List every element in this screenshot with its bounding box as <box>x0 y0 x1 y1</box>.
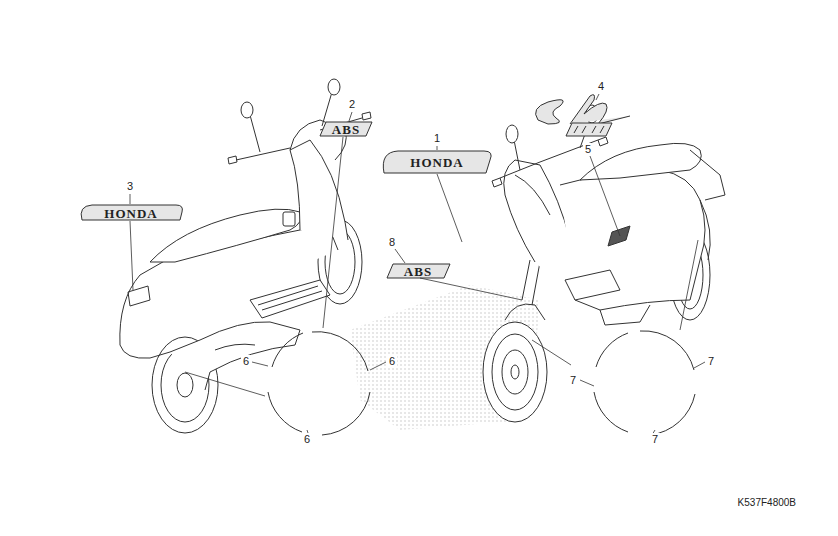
emblem-text: ABS <box>404 265 432 278</box>
callout-number: 2 <box>347 98 357 111</box>
emblem-shapes <box>81 95 630 278</box>
emblem-text: HONDA <box>104 207 157 220</box>
ring-stripes <box>268 331 695 435</box>
callout-number: 1 <box>432 132 442 145</box>
leader-lines <box>130 94 705 435</box>
callout-number: 4 <box>596 80 606 93</box>
callout-number: 8 <box>387 236 397 249</box>
callout-number: 7 <box>706 355 716 368</box>
right-scooter <box>483 105 725 422</box>
callout-number: 7 <box>650 433 660 446</box>
left-scooter <box>120 79 371 433</box>
callout-number: 5 <box>583 143 593 156</box>
callout-number: 6 <box>387 355 397 368</box>
drawing-code: K537F4800B <box>738 498 796 508</box>
emblem-text: HONDA <box>410 156 463 169</box>
callout-number: 6 <box>302 433 312 446</box>
callout-number: 6 <box>241 355 251 368</box>
callout-number: 3 <box>125 180 135 193</box>
callout-number: 7 <box>568 374 578 387</box>
emblem-text: ABS <box>332 123 360 136</box>
